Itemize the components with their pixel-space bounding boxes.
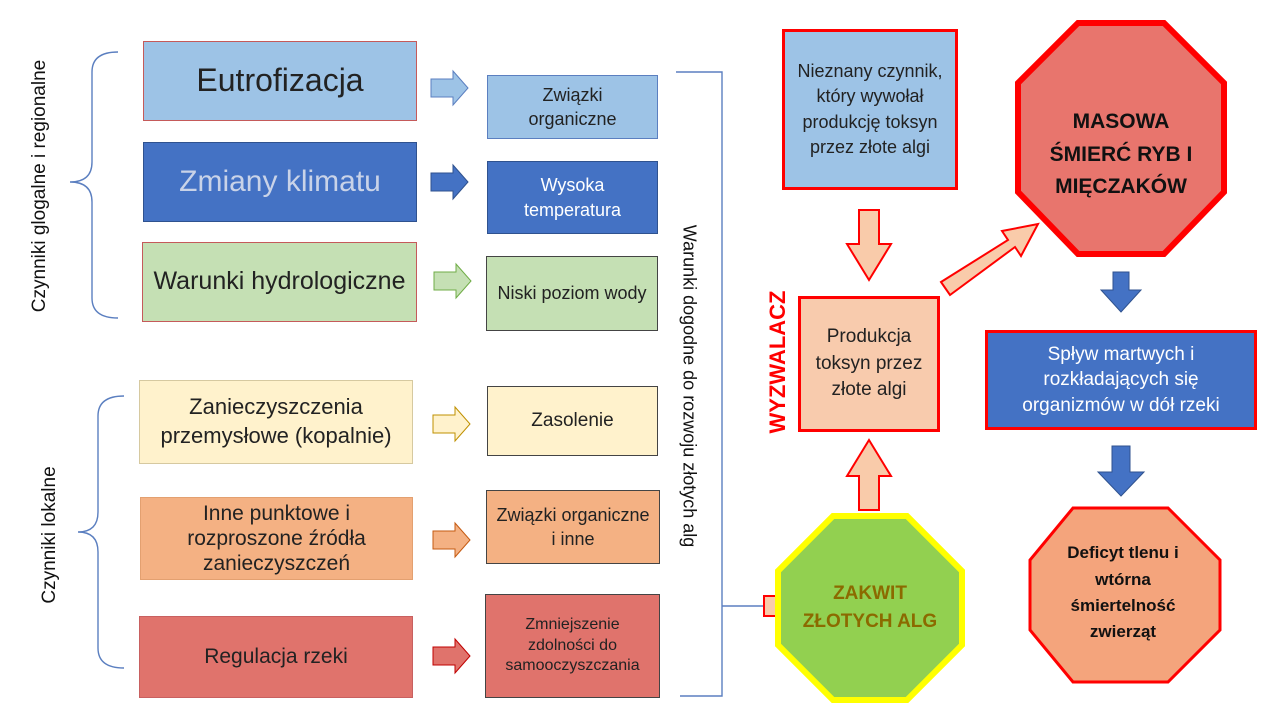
arrow-toxins-to-massdeath bbox=[939, 222, 1040, 297]
factor-eutrofizacja-text: Eutrofizacja bbox=[196, 62, 364, 99]
deficit-text-wrap: Deficyt tlenu i wtórna śmiertelność zwie… bbox=[1048, 518, 1198, 668]
brace-local bbox=[77, 395, 125, 669]
toxins-production-text: Produkcja toksyn przez złote algi bbox=[815, 326, 923, 401]
factor-zmiany-klimatu: Zmiany klimatu bbox=[143, 142, 417, 222]
factor-eutrofizacja: Eutrofizacja bbox=[143, 41, 417, 121]
brace-global bbox=[69, 51, 119, 319]
arrow-point bbox=[432, 521, 471, 559]
arrow-bloom-to-toxins bbox=[845, 438, 893, 511]
effect-zmniejszenie-samooczyszczania: Zmniejszenie zdolności do samooczyszczan… bbox=[485, 594, 660, 698]
factor-inne-zrodla: Inne punktowe i rozproszone źródła zanie… bbox=[140, 497, 413, 580]
arrow-runoff-to-deficit bbox=[1096, 445, 1146, 497]
effect-niski-poziom-wody-text: Niski poziom wody bbox=[497, 283, 647, 304]
factor-warunki-hydrologiczne: Warunki hydrologiczne bbox=[142, 242, 417, 322]
effect-zmniejszenie-samooczyszczania-text: Zmniejszenie zdolności do samooczyszczan… bbox=[505, 615, 640, 675]
label-local-factors: Czynniki lokalne bbox=[39, 466, 60, 604]
effect-niski-poziom-wody: Niski poziom wody bbox=[486, 256, 658, 331]
label-trigger: WYZWALACZ bbox=[765, 290, 790, 434]
arrow-climate bbox=[430, 163, 469, 201]
bloom-text: ZAKWIT ZŁOTYCH ALG bbox=[802, 582, 938, 633]
unknown-factor-box: Nieznany czynnik, który wywołał produkcj… bbox=[782, 29, 958, 190]
factor-inne-zrodla-text: Inne punktowe i rozproszone źródła zanie… bbox=[187, 501, 366, 576]
effect-zwiazki-organiczne-text: Związki organiczne bbox=[528, 84, 617, 129]
runoff-text: Spływ martwych i rozkładających się orga… bbox=[1022, 343, 1220, 416]
runoff-box: Spływ martwych i rozkładających się orga… bbox=[985, 330, 1257, 430]
effect-wysoka-temperatura: Wysoka temperatura bbox=[487, 161, 658, 234]
deficit-text: Deficyt tlenu i wtórna śmiertelność zwie… bbox=[1067, 543, 1179, 642]
label-global-factors: Czynniki glogalne i regionalne bbox=[29, 59, 50, 313]
bloom-octagon bbox=[775, 513, 965, 703]
effect-zasolenie-text: Zasolenie bbox=[531, 410, 614, 432]
effect-wysoka-temperatura-text: Wysoka temperatura bbox=[523, 175, 622, 220]
effect-zwiazki-organiczne: Związki organiczne bbox=[487, 75, 658, 139]
label-favorable-conditions: Warunki dogodne do rozwoju złotych alg bbox=[679, 224, 700, 548]
unknown-factor-text: Nieznany czynnik, który wywołał produkcj… bbox=[797, 61, 943, 157]
effect-zwiazki-organiczne-i-inne: Związki organiczne i inne bbox=[486, 490, 660, 564]
toxins-production-box: Produkcja toksyn przez złote algi bbox=[798, 296, 940, 432]
deficit-octagon bbox=[1028, 506, 1222, 684]
factor-regulacja-rzeki-text: Regulacja rzeki bbox=[204, 644, 348, 668]
factor-warunki-hydrologiczne-text: Warunki hydrologiczne bbox=[153, 267, 406, 296]
bloom-text-wrap: ZAKWIT ZŁOTYCH ALG bbox=[800, 545, 940, 671]
conditions-bracket bbox=[676, 71, 766, 697]
arrow-hydro bbox=[433, 262, 472, 300]
arrow-regulation bbox=[432, 637, 471, 675]
massdeath-octagon bbox=[1015, 20, 1227, 257]
massdeath-text: MASOWA ŚMIERĆ RYB I MIĘCZAKÓW bbox=[1049, 110, 1193, 199]
arrow-eutro bbox=[430, 69, 469, 107]
factor-zmiany-klimatu-text: Zmiany klimatu bbox=[179, 164, 381, 198]
arrow-unknown-to-toxins bbox=[845, 209, 893, 282]
factor-zanieczyszczenia-przemyslowe-text: Zanieczyszczenia przemysłowe (kopalnie) bbox=[160, 394, 392, 448]
effect-zasolenie: Zasolenie bbox=[487, 386, 658, 456]
arrow-massdeath-to-runoff bbox=[1099, 271, 1143, 313]
factor-zanieczyszczenia-przemyslowe: Zanieczyszczenia przemysłowe (kopalnie) bbox=[139, 380, 413, 464]
massdeath-text-wrap: MASOWA ŚMIERĆ RYB I MIĘCZAKÓW bbox=[1040, 80, 1202, 230]
arrow-industry bbox=[432, 405, 471, 443]
factor-regulacja-rzeki: Regulacja rzeki bbox=[139, 616, 413, 698]
effect-zwiazki-organiczne-i-inne-text: Związki organiczne i inne bbox=[496, 504, 650, 549]
